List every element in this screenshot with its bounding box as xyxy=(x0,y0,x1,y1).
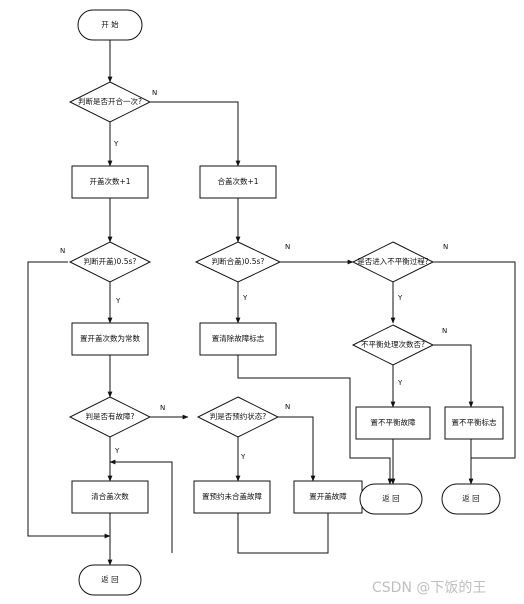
label-return-main: 返 回 xyxy=(101,575,118,584)
node-decision-close-05 xyxy=(194,241,282,283)
node-return-1 xyxy=(359,483,423,515)
edge-d1-no xyxy=(150,101,241,167)
label-start: 开 始 xyxy=(101,19,119,29)
connectors xyxy=(27,40,516,566)
edge-label-d2-no: N xyxy=(60,247,65,255)
node-set-expected-fault xyxy=(193,480,271,514)
edge-label-d1-no: N xyxy=(152,89,157,97)
edge-label-d6-yes: Y xyxy=(240,453,246,461)
label-clear-close-count: 清合盖次数 xyxy=(91,491,129,501)
edge-label-d4-no: N xyxy=(443,243,448,251)
label-close-count: 合盖次数+1 xyxy=(217,176,258,186)
edge-label-d3-no: N xyxy=(285,243,290,251)
label-set-expected-fault: 置预约未合盖故障 xyxy=(202,491,262,501)
edge-label-d5-yes: Y xyxy=(114,447,120,455)
node-set-open-normal xyxy=(71,322,149,356)
node-close-count xyxy=(199,165,277,199)
node-set-unbalance-flag xyxy=(444,406,504,440)
edge-label-d3-yes: Y xyxy=(242,294,248,302)
nodes xyxy=(68,9,504,596)
node-clear-close-count xyxy=(71,480,149,514)
label-d-expected-state: 判是否预约状态? xyxy=(210,411,266,421)
node-set-no-unbalance xyxy=(355,406,431,440)
node-return-main xyxy=(78,564,142,596)
edge-fault-loop-back xyxy=(109,459,173,553)
label-clear-unbalanced: 置清除故障标志 xyxy=(212,333,265,343)
label-d-open-05: 判断开盖)0.5s? xyxy=(84,256,137,266)
node-decision-expected-state xyxy=(196,396,280,438)
edge-label-d4-yes: Y xyxy=(397,294,403,302)
node-labels: 开 始 判断是否开合一次? 开盖次数+1 合盖次数+1 判断开盖)0.5s? 判… xyxy=(78,19,497,584)
watermark: CSDN @下饭的王 xyxy=(372,580,486,596)
node-decision-unbalanced-count xyxy=(351,324,435,366)
label-open-count: 开盖次数+1 xyxy=(89,176,130,186)
edge-d4-no xyxy=(433,261,516,485)
edge-labels: N Y N Y N Y N Y N Y N Y N Y xyxy=(60,89,448,461)
label-set-open-normal: 置开盖次数为常数 xyxy=(80,333,140,343)
label-d-open-once: 判断是否开合一次? xyxy=(78,96,142,106)
node-decision-fault xyxy=(68,396,152,438)
edge-fault-loop-bottom xyxy=(237,513,329,554)
edge-d6-no xyxy=(278,416,316,482)
label-d-fault: 判是否有故障? xyxy=(86,411,135,421)
node-start xyxy=(77,9,143,41)
label-set-no-unbalance: 置不平衡故障 xyxy=(371,417,416,427)
label-d-close-05: 判断合盖)0.5s? xyxy=(212,256,265,266)
label-d-unbalanced: 是否进入不平衡过程? xyxy=(357,256,428,266)
edge-label-d7-yes: Y xyxy=(397,379,403,387)
label-set-open-fault: 置开盖故障 xyxy=(309,491,347,501)
edge-d2-no xyxy=(27,261,111,539)
label-set-unbalance-flag: 置不平衡标志 xyxy=(452,417,497,427)
edge-label-d1-yes: Y xyxy=(113,140,119,148)
node-set-open-fault xyxy=(293,480,363,514)
node-decision-unbalanced xyxy=(351,241,435,283)
edge-label-d5-no: N xyxy=(160,404,165,412)
node-decision-open-05 xyxy=(68,241,152,283)
label-d-unbalanced-count: 不平衡处理次数否? xyxy=(361,339,425,349)
edge-label-d2-yes: Y xyxy=(115,297,121,305)
edge-clear-to-return1 xyxy=(237,355,393,485)
label-return-1: 返 回 xyxy=(382,494,399,503)
node-return-2 xyxy=(441,483,501,515)
label-return-2: 返 回 xyxy=(462,494,479,503)
edge-d7-no xyxy=(433,344,474,408)
node-clear-unbalanced xyxy=(199,322,277,356)
node-decision-open-once xyxy=(68,81,152,123)
edge-label-d6-no: N xyxy=(285,403,290,411)
node-open-count xyxy=(71,165,149,199)
edge-label-d7-no: N xyxy=(442,327,447,335)
